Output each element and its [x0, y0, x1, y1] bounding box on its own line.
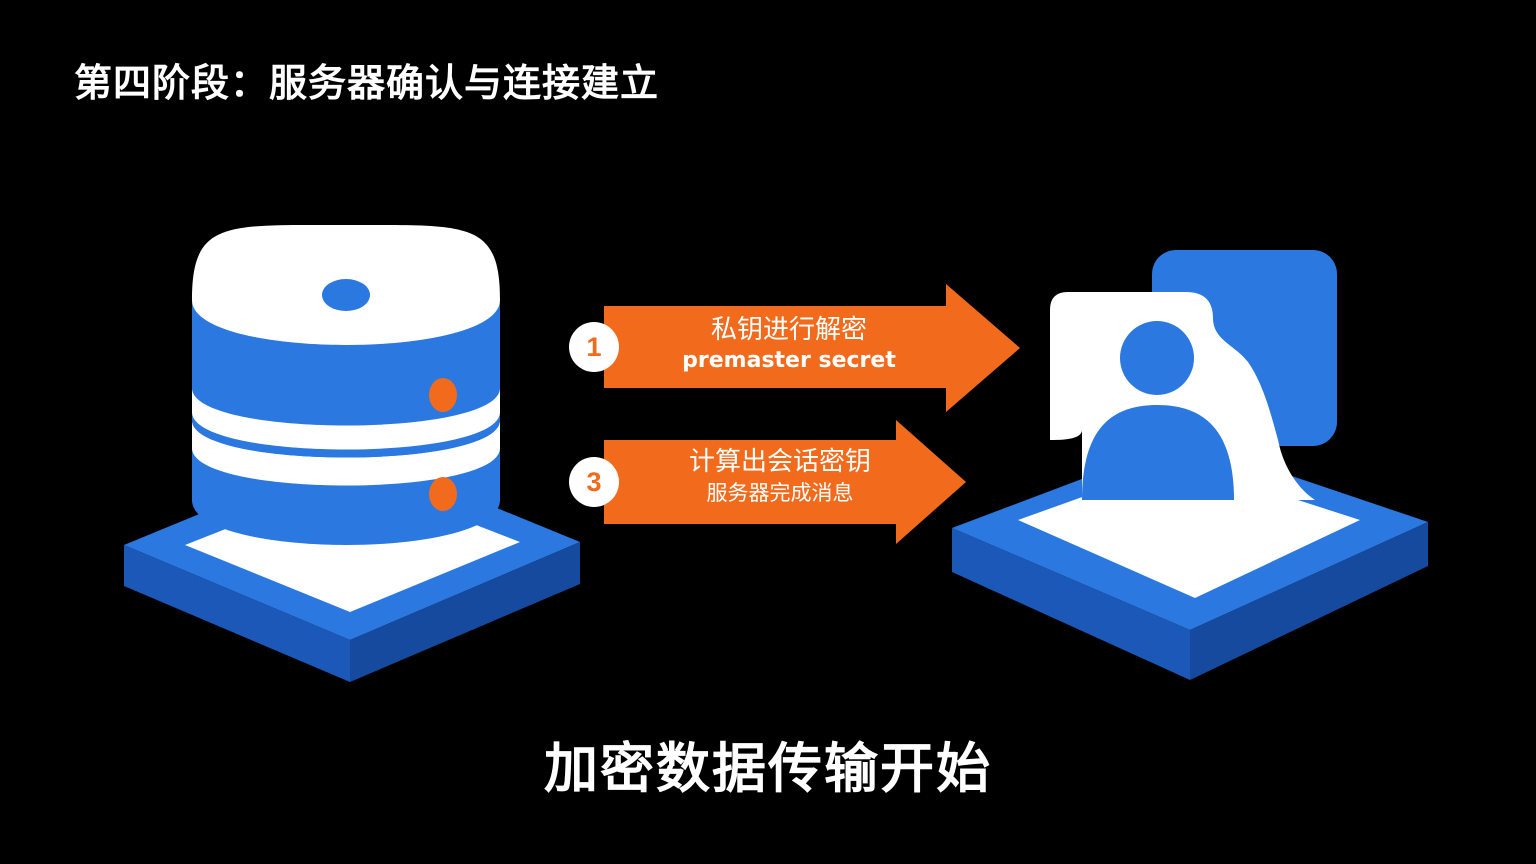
step-3-title: 计算出会话密钥: [688, 447, 871, 477]
bottom-caption: 加密数据传输开始: [544, 737, 992, 800]
step-3-badge: 3: [569, 457, 619, 507]
arrow-right-icon: [604, 420, 966, 544]
step-1-title: 私钥进行解密: [710, 315, 867, 345]
arrow-right-icon: [604, 284, 1020, 412]
step-1-badge: 1: [569, 322, 619, 372]
step-1-subtitle: premaster secret: [682, 348, 896, 373]
step-arrow-1: 私钥进行解密 premaster secret: [604, 284, 1024, 434]
step-3-text: 计算出会话密钥 服务器完成消息: [660, 446, 900, 508]
step-arrow-3: 计算出会话密钥 服务器完成消息: [604, 420, 1024, 570]
step-1-text: 私钥进行解密 premaster secret: [674, 314, 904, 376]
database-stack: [192, 224, 500, 545]
step-3-subtitle: 服务器完成消息: [706, 481, 854, 505]
user-profile-icon: [1050, 250, 1337, 500]
page-title: 第四阶段：服务器确认与连接建立: [74, 61, 660, 105]
